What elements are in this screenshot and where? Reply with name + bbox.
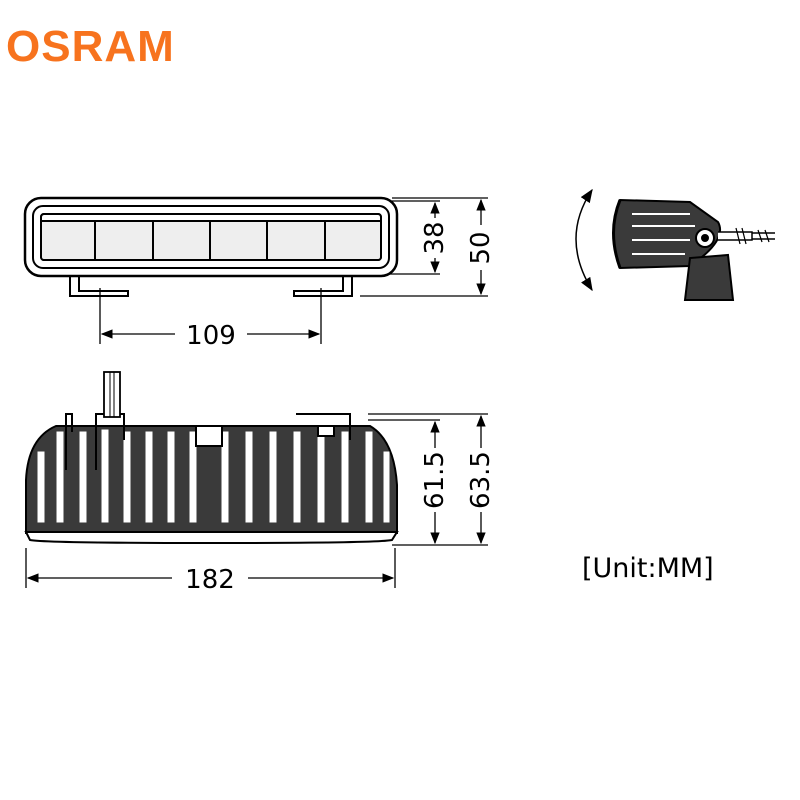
dimension-38: 38: [420, 221, 450, 254]
dimension-182: 182: [185, 565, 235, 595]
dimension-50: 50: [466, 231, 496, 264]
front-dimension-lines: [99, 197, 488, 344]
front-view: [23, 196, 399, 297]
unit-label: [Unit:MM]: [582, 553, 714, 584]
side-view: [575, 188, 775, 301]
dimension-63-5: 63.5: [466, 451, 496, 509]
top-dimension-lines: [25, 413, 488, 588]
osram-logo: OSRAM: [6, 22, 175, 71]
dimension-61-5: 61.5: [420, 451, 450, 509]
dimension-109: 109: [186, 321, 236, 351]
top-view: [24, 371, 399, 545]
